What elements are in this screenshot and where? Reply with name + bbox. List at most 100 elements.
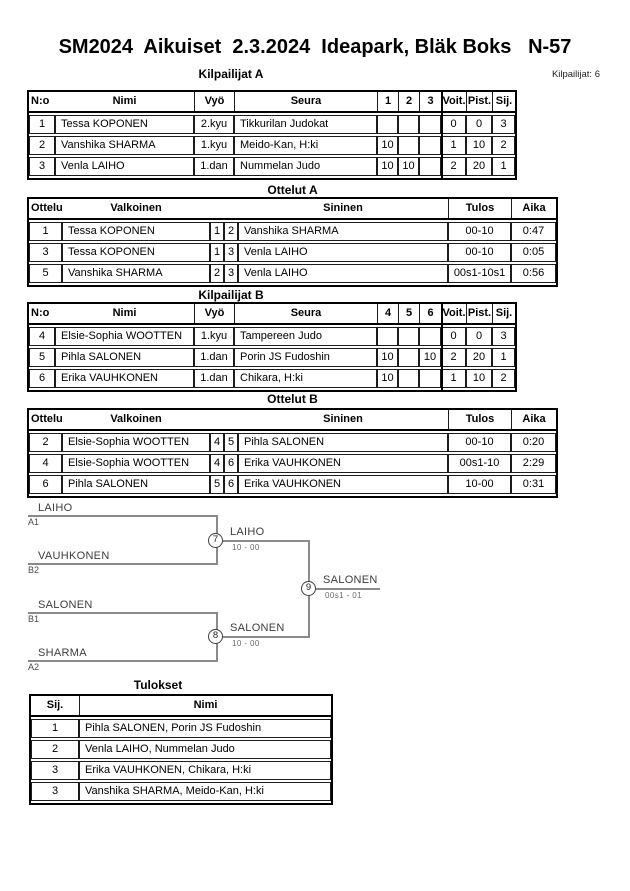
pool-b-title: Kilpailijat B — [198, 288, 264, 302]
cell-time: 0:05 — [511, 243, 556, 262]
cell-m3 — [419, 369, 441, 388]
table-row: 2 Vanshika SHARMA 1.kyu Meido-Kan, H:ki … — [29, 136, 515, 155]
bracket-entry-name: VAUHKONEN — [38, 550, 110, 562]
col-header-wins: Voit. — [441, 92, 466, 111]
bracket-entry-name: SHARMA — [38, 647, 87, 659]
cell-place: 2 — [492, 369, 515, 388]
cell-wins: 1 — [441, 369, 466, 388]
cell-result: 00s1-10s1 — [448, 264, 511, 283]
table-row: 6 Pihla SALONEN 5 6 Erika VAUHKONEN 10-0… — [29, 475, 556, 494]
cell-no: 5 — [29, 348, 55, 367]
cell-white-name: Elsie-Sophia WOOTTEN — [62, 454, 210, 473]
cell-white-no: 4 — [210, 433, 224, 452]
cell-match-no: 5 — [29, 264, 62, 283]
col-header-club: Seura — [234, 304, 377, 323]
cell-blue-no: 2 — [224, 222, 238, 241]
cell-white-no: 4 — [210, 454, 224, 473]
col-header-blue: Sininen — [323, 413, 363, 425]
cell-place: 3 — [492, 115, 515, 134]
table-row: 3 Venla LAIHO 1.dan Nummelan Judo 10 10 … — [29, 157, 515, 176]
table-row: 5 Vanshika SHARMA 2 3 Venla LAIHO 00s1-1… — [29, 264, 556, 283]
cell-time: 0:47 — [511, 222, 556, 241]
cell-m2 — [398, 348, 419, 367]
results-header-row: Sij. Nimi — [31, 696, 331, 717]
bracket-line — [28, 515, 218, 517]
col-header-wins: Voit. — [441, 304, 466, 323]
pool-a-header-row: N:o Nimi Vyö Seura 1 2 3 Voit. Pist. Sij… — [29, 92, 515, 113]
cell-belt: 1.dan — [194, 348, 234, 367]
cell-white-no: 5 — [210, 475, 224, 494]
bracket-line — [316, 588, 380, 590]
cell-m2 — [398, 369, 419, 388]
col-header-result: Tulos — [448, 410, 511, 429]
col-header-white: Valkoinen — [110, 413, 162, 425]
cell-place: 1 — [492, 157, 515, 176]
cell-result: 00-10 — [448, 222, 511, 241]
cell-m1: 10 — [377, 157, 398, 176]
results-table: Sij. Nimi 1 Pihla SALONEN, Porin JS Fudo… — [29, 694, 333, 805]
cell-place: 1 — [492, 348, 515, 367]
col-header-match: Ottelu — [31, 202, 62, 214]
matches-b-header-row: Ottelu Valkoinen Sininen Tulos Aika — [29, 410, 556, 431]
cell-name: Erika VAUHKONEN, Chikara, H:ki — [79, 761, 331, 780]
col-header-name: Nimi — [79, 696, 331, 715]
bracket-line — [28, 563, 218, 565]
cell-m1: 10 — [377, 348, 398, 367]
bracket-entry-name: LAIHO — [38, 502, 73, 514]
bracket-seed: A1 — [28, 517, 40, 527]
stats-divider — [441, 302, 443, 392]
cell-belt: 2.kyu — [194, 115, 234, 134]
col-header-result: Tulos — [448, 199, 511, 218]
cell-m1 — [377, 115, 398, 134]
col-header-time: Aika — [511, 199, 556, 218]
col-header-opp2: 2 — [398, 92, 419, 111]
cell-points: 10 — [466, 369, 492, 388]
competitors-count: Kilpailijat: 6 — [551, 69, 600, 80]
cell-place: 1 — [31, 719, 79, 738]
cell-time: 0:56 — [511, 264, 556, 283]
cell-name: Elsie-Sophia WOOTTEN — [55, 327, 194, 346]
cell-m3 — [419, 327, 441, 346]
col-header-opp6: 6 — [419, 304, 441, 323]
bracket-winner-name: SALONEN — [323, 574, 378, 586]
cell-blue-name: Erika VAUHKONEN — [238, 454, 448, 473]
cell-wins: 1 — [441, 136, 466, 155]
cell-blue-name: Pihla SALONEN — [238, 433, 448, 452]
table-row: 1 Tessa KOPONEN 2.kyu Tikkurilan Judokat… — [29, 115, 515, 134]
bracket-score: 00s1 - 01 — [325, 591, 362, 600]
col-header-white: Valkoinen — [110, 202, 162, 214]
page-title: SM2024 Aikuiset 2.3.2024 Ideapark, Bläk … — [58, 36, 572, 58]
col-header-points: Pist. — [466, 304, 492, 323]
col-header-blue: Sininen — [323, 202, 363, 214]
table-row: 3 Vanshika SHARMA, Meido-Kan, H:ki — [31, 782, 331, 801]
bracket-line — [28, 612, 218, 614]
cell-place: 2 — [31, 740, 79, 759]
col-header-belt: Vyö — [194, 92, 234, 111]
col-header-opp1: 1 — [377, 92, 398, 111]
cell-match-no: 6 — [29, 475, 62, 494]
cell-name: Erika VAUHKONEN — [55, 369, 194, 388]
table-row: 6 Erika VAUHKONEN 1.dan Chikara, H:ki 10… — [29, 369, 515, 388]
cell-result: 00-10 — [448, 243, 511, 262]
matches-a-title: Ottelut A — [267, 183, 318, 197]
cell-blue-no: 3 — [224, 243, 238, 262]
col-header-name: Nimi — [112, 95, 137, 107]
table-row: 1 Tessa KOPONEN 1 2 Vanshika SHARMA 00-1… — [29, 222, 556, 241]
cell-white-name: Elsie-Sophia WOOTTEN — [62, 433, 210, 452]
bracket-seed: B2 — [28, 565, 40, 575]
cell-m2 — [398, 136, 419, 155]
cell-belt: 1.kyu — [194, 327, 234, 346]
cell-m3 — [419, 115, 441, 134]
cell-blue-name: Venla LAIHO — [238, 264, 448, 283]
cell-wins: 2 — [441, 348, 466, 367]
cell-time: 0:31 — [511, 475, 556, 494]
bracket-line — [28, 660, 218, 662]
cell-white-name: Vanshika SHARMA — [62, 264, 210, 283]
cell-club: Tikkurilan Judokat — [234, 115, 377, 134]
table-row: 2 Venla LAIHO, Nummelan Judo — [31, 740, 331, 759]
col-header-place: Sij. — [46, 699, 64, 711]
cell-blue-no: 5 — [224, 433, 238, 452]
bracket-score: 10 - 00 — [232, 543, 260, 552]
cell-white-no: 1 — [210, 222, 224, 241]
col-header-points: Pist. — [466, 92, 492, 111]
